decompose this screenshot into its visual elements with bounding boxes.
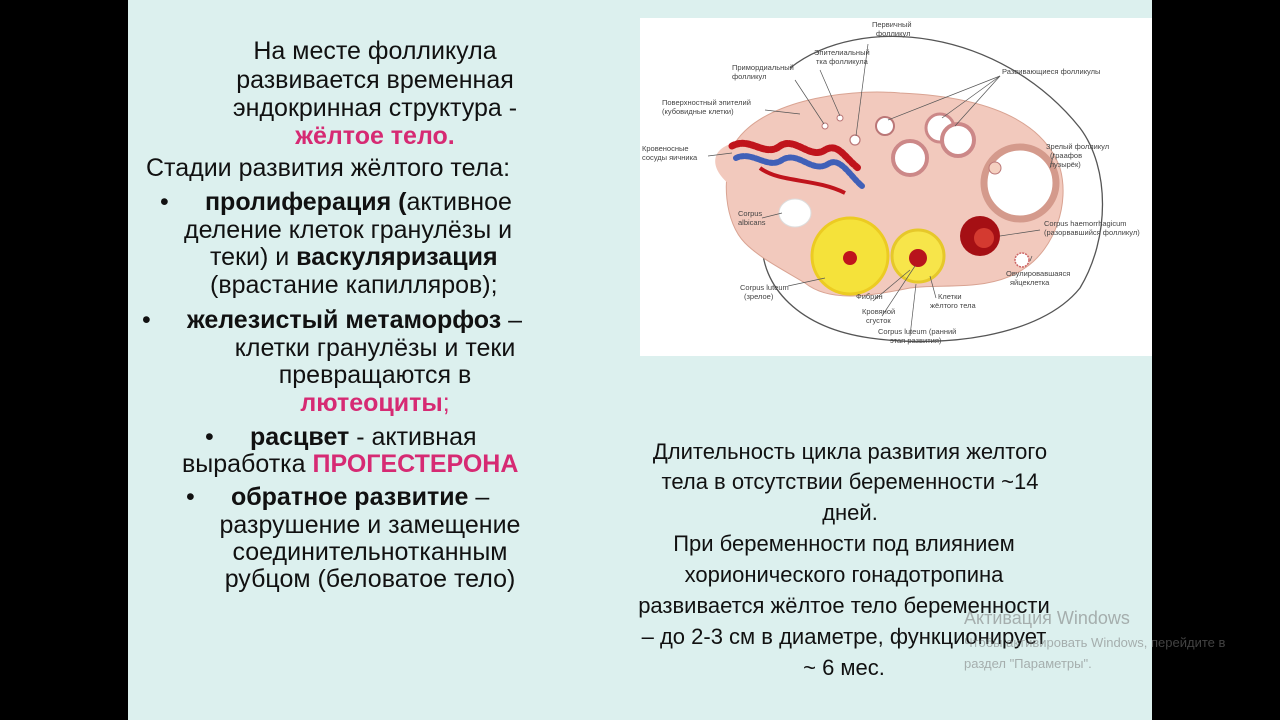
duration-line-1: Длительность цикла развития желтого: [652, 439, 1048, 464]
bullet-dot: •: [205, 423, 214, 451]
primary-follicle-icon: [849, 134, 861, 146]
luteocytes-highlight: лютеоциты: [300, 389, 443, 417]
bullet-1-line-2: деление клеток гранулёзы и: [184, 216, 513, 244]
corpus-albicans-icon: [778, 198, 812, 228]
intro-highlight: жёлтое тело.: [295, 122, 455, 150]
stage-proliferation-rest: активное: [406, 188, 512, 216]
bullet-1-line-3: теки) и васкуляризация: [210, 244, 498, 271]
bullet-4-line-2: разрушение и замещение: [219, 511, 521, 539]
pregnancy-line-5: ~ 6 мес.: [803, 655, 885, 680]
pregnancy-line-4: – до 2-3 см в диаметре, функционирует: [641, 624, 1047, 649]
bullet-2-line-4-end: ;: [442, 389, 450, 417]
ovulated-oocyte-icon: [1014, 252, 1030, 268]
stage-vascularization: васкуляризация: [296, 243, 498, 271]
bullet-1: • пролиферация (активное: [160, 189, 512, 216]
label-developing-follicles: Развивающиеся фолликулы: [1002, 67, 1100, 76]
pregnancy-line-2: хорионического гонадотропина: [684, 562, 1004, 587]
pregnancy-line-1: При беременности под влиянием: [673, 531, 1015, 556]
label-fibrin: Фибрин: [856, 292, 883, 301]
bullet-1-line-4: (врастание капилляров);: [210, 271, 498, 299]
stage-involution-rest: –: [468, 483, 490, 511]
pregnancy-line-3: развивается жёлтое тело беременности: [638, 593, 1050, 618]
stage-glandular-metamorphosis: железистый метаморфоз: [186, 306, 502, 334]
duration-line-3: дней.: [822, 500, 878, 525]
blue-vessels-icon: [733, 153, 865, 189]
activation-watermark-text: Чтобы активировать Windows, перейдите в …: [964, 632, 1225, 674]
corpus-luteum-center-icon: [843, 251, 857, 265]
bullet-dot: •: [160, 188, 169, 216]
primordial-follicle-icon: [836, 114, 844, 122]
activation-watermark-title: Активация Windows: [964, 608, 1130, 628]
intro-line-2: развивается временная: [236, 66, 514, 94]
duration-line-2: тела в отсутствии беременности ~14: [661, 469, 1039, 494]
stage-involution: обратное развитие: [230, 483, 469, 511]
label-surface-epithelium: Поверхностный эпителий(кубовидные клетки…: [662, 98, 751, 116]
label-corpus-haemorrhagicum: Corpus haemorrhagicum(разорвавшийся фолл…: [1044, 219, 1140, 237]
bullet-3: • расцвет - активная: [205, 424, 477, 451]
mature-follicle-icon: [980, 143, 1060, 223]
activation-watermark-line-1: Чтобы активировать Windows, перейдите в: [964, 635, 1226, 650]
red-vessels-icon: [728, 139, 862, 172]
developing-follicle-icon: [875, 116, 895, 136]
intro-line-1: На месте фолликула: [253, 37, 497, 65]
developing-follicle-icon: [891, 139, 929, 177]
bullet-2-line-4: лютеоциты;: [200, 390, 550, 417]
bullet-4-line-4: рубцом (беловатое тело): [224, 565, 516, 593]
red-vessels-icon: [758, 166, 846, 195]
label-corpus-luteum-mature: Corpus luteum(зрелое): [740, 283, 789, 301]
bullet-4: • обратное развитие –: [186, 484, 489, 511]
bullet-dot: •: [186, 483, 195, 511]
developing-follicle-icon: [940, 122, 976, 158]
stage-flourishing: расцвет: [249, 423, 350, 451]
bullet-1-line-3-pre: теки) и: [210, 243, 297, 271]
cycle-arrow: [757, 35, 1104, 343]
bullet-4-line-3: соединительнотканным: [232, 538, 508, 566]
leader-lines: [707, 43, 1055, 337]
progesterone-highlight: ПРОГЕСТЕРОНА: [312, 450, 519, 478]
bullet-3-line-2-pre: выработка: [182, 450, 313, 478]
blood-clot-icon: [909, 249, 927, 267]
bullet-2: • железистый метаморфоз –: [142, 307, 522, 334]
bullet-3-line-2: выработка ПРОГЕСТЕРОНА: [182, 451, 518, 478]
intro-line-3: эндокринная структура -: [232, 94, 518, 122]
mature-follicle-oocyte-icon: [988, 161, 1002, 175]
activation-watermark-line-2: раздел "Параметры".: [964, 656, 1092, 671]
stages-heading: Стадии развития жёлтого тела:: [146, 154, 511, 182]
bullet-2-line-3: превращаются в: [278, 361, 472, 389]
stage-glandular-rest: –: [501, 306, 523, 334]
stage-proliferation: пролиферация (: [204, 188, 407, 216]
corpus-haemorrhagicum-core-icon: [974, 228, 994, 248]
primordial-follicle-icon: [821, 122, 829, 130]
bullet-2-line-2: клетки гранулёзы и теки: [234, 334, 516, 362]
stage-flourishing-rest: - активная: [349, 423, 477, 451]
bullet-dot: •: [142, 306, 151, 334]
